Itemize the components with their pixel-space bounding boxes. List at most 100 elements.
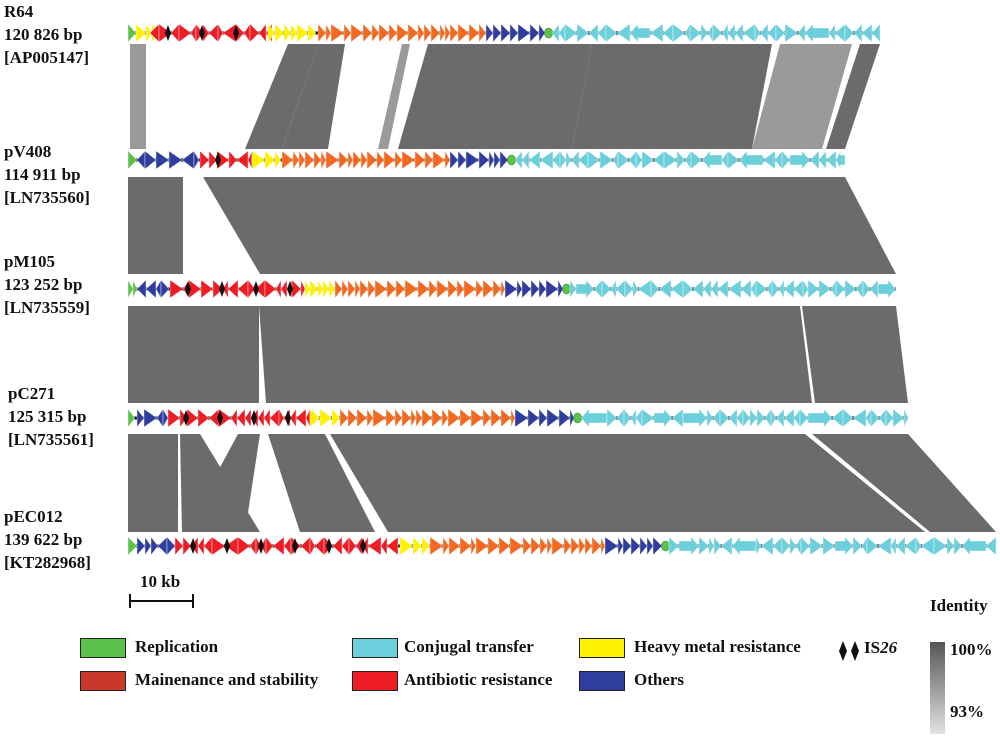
gene-arrow [230, 408, 238, 428]
is26-element [165, 25, 171, 41]
gene-arrow [809, 536, 824, 556]
gene-arrow [193, 150, 200, 170]
plasmid-name: pC271 [8, 384, 56, 403]
gene-arrow [774, 150, 783, 170]
gene-arrow [538, 408, 548, 428]
gene-arrow [367, 279, 376, 299]
gene-arrow [727, 23, 736, 43]
is26-element [199, 25, 205, 41]
plasmid-accession: [LN735559] [4, 298, 90, 317]
legend-swatch-replication [80, 638, 126, 658]
gene-arrow [136, 150, 146, 170]
gene-arrow [802, 279, 809, 299]
gene-arrow [169, 279, 184, 299]
gene-arrow [630, 408, 637, 428]
gene-arrow [449, 150, 459, 170]
gene-arrow [448, 536, 461, 556]
gene-arrow [468, 23, 480, 43]
gene-arrow [629, 23, 651, 43]
is26-element [183, 410, 189, 426]
gene-arrow [612, 150, 619, 170]
gene-arrow [362, 23, 373, 43]
identity-max-label: 100% [950, 640, 993, 659]
gene-arrow [713, 536, 722, 556]
plasmid-name: pV408 [4, 142, 52, 161]
gene-arrow [295, 408, 307, 428]
gene-arrow [396, 23, 409, 43]
gene-arrow [492, 23, 502, 43]
gene-arrow [217, 23, 224, 43]
gene-arrow [328, 279, 336, 299]
gene-arrow [280, 279, 288, 299]
gene-arrow [878, 408, 887, 428]
track-pc271 [127, 408, 909, 428]
gene-arrow [322, 279, 330, 299]
gene-arrow [834, 536, 854, 556]
gene-arrow [742, 408, 751, 428]
gene-arrow [712, 408, 721, 428]
plasmid-accession: [KT282968] [4, 553, 91, 572]
homology-link [330, 434, 925, 532]
homology-link [130, 44, 146, 149]
plasmid-size: 139 622 bp [4, 530, 83, 549]
gene-arrow [682, 408, 708, 428]
gene-arrow [844, 23, 855, 43]
gene-arrow [559, 150, 567, 170]
gene-arrow [527, 408, 540, 428]
gene-arrow [136, 536, 146, 556]
gene-arrow [296, 23, 309, 43]
gene-arrow [320, 150, 327, 170]
gene-arrow [569, 279, 577, 299]
gene-arrow [197, 536, 205, 556]
is26-element [215, 152, 221, 168]
gene-arrow [807, 279, 820, 299]
gene-arrow [865, 408, 872, 428]
gene-arrow [167, 408, 181, 428]
gene-arrow [653, 150, 665, 170]
track-r64 [127, 23, 881, 43]
plasmid-name: R64 [4, 2, 34, 21]
gene-arrow [915, 536, 922, 556]
gene-arrow [490, 408, 502, 428]
gene-arrow [635, 408, 643, 428]
gene-arrow [305, 408, 311, 428]
gene-arrow [174, 536, 184, 556]
gene-arrow [522, 536, 532, 556]
gene-arrow [775, 408, 785, 428]
gene-arrow [251, 150, 266, 170]
gene-arrow [521, 279, 532, 299]
gene-arrow [265, 536, 274, 556]
gene-arrow [444, 150, 451, 170]
gene-arrow [339, 408, 349, 428]
gene-arrow [552, 150, 561, 170]
gene-arrow [637, 279, 652, 299]
gene-arrow [500, 408, 512, 428]
origin-marker [573, 412, 582, 424]
gene-arrow [830, 279, 837, 299]
gene-arrow [264, 279, 277, 299]
gene-arrow [431, 408, 443, 428]
gene-arrow [588, 23, 599, 43]
gene-arrow [632, 279, 639, 299]
gene-arrow [127, 279, 134, 299]
is26-element [251, 410, 257, 426]
gene-arrow [516, 279, 523, 299]
legend-swatch-antibiotic [352, 671, 398, 691]
gene-arrow [247, 279, 256, 299]
origin-marker [544, 27, 553, 39]
gene-arrow [424, 150, 434, 170]
track-pv408 [127, 150, 846, 170]
gene-arrow [721, 150, 729, 170]
gene-arrow [701, 150, 723, 170]
gene-arrow [257, 408, 265, 428]
gene-arrow [371, 23, 380, 43]
gene-arrow [736, 408, 744, 428]
gene-arrow [485, 23, 494, 43]
gene-arrow [831, 408, 844, 428]
gene-arrow [920, 536, 935, 556]
gene-arrow [530, 279, 540, 299]
gene-arrow [309, 408, 321, 428]
homology-link [826, 44, 880, 149]
gene-arrow [605, 23, 618, 43]
legend-label-replication: Replication [135, 637, 219, 656]
